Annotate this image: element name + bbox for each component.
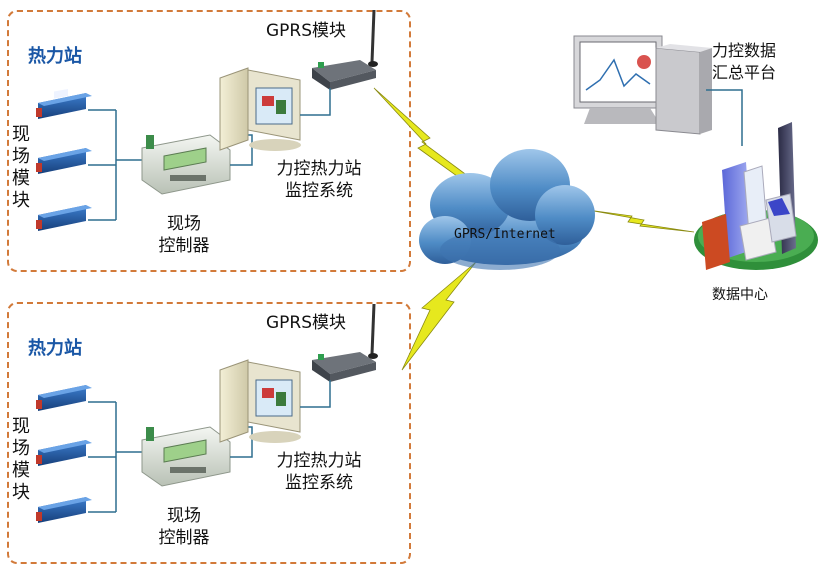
platform-label: 力控数据 汇总平台 — [712, 40, 776, 84]
monitor-label-line: 力控热力站 — [276, 451, 362, 471]
field-module-char: 模 — [12, 460, 30, 481]
monitoring-pc-icon — [219, 359, 301, 443]
wireless-link-datacenter — [587, 209, 695, 233]
heat-station-2 — [7, 302, 411, 564]
data-center-icon — [694, 122, 818, 270]
monitor-label-line: 监控系统 — [285, 473, 353, 493]
field-module-char: 模 — [12, 168, 30, 189]
gprs-module-icon — [312, 9, 378, 90]
cloud-label: GPRS/Internet — [454, 227, 556, 242]
station-2-monitor-label: 力控热力站 监控系统 — [266, 450, 372, 494]
field-module-char: 场 — [12, 438, 30, 459]
field-controller-icon — [141, 426, 231, 487]
station-2-field-module-label: 现 场 模 块 — [10, 416, 32, 504]
field-module-char: 场 — [12, 146, 30, 167]
datacenter-label: 数据中心 — [712, 287, 768, 303]
station-1-title: 热力站 — [28, 46, 82, 67]
station-1-controller-label: 现场 控制器 — [152, 213, 216, 257]
field-module-icon — [36, 89, 92, 119]
platform-label-line: 汇总平台 — [712, 63, 777, 82]
field-controller-icon — [141, 134, 231, 195]
platform-label-line: 力控数据 — [712, 41, 777, 60]
field-module-char: 现 — [12, 124, 30, 145]
monitor-label-line: 监控系统 — [285, 181, 353, 201]
aggregation-platform-pc-icon — [573, 35, 712, 135]
station-2-title: 热力站 — [28, 338, 82, 359]
monitor-label-line: 力控热力站 — [276, 159, 362, 179]
heat-station-1 — [7, 10, 411, 272]
controller-label-line: 控制器 — [158, 528, 210, 548]
internet-cloud — [419, 149, 595, 270]
controller-label-line: 现场 — [167, 214, 201, 234]
field-module-icon — [36, 497, 92, 523]
field-module-char: 现 — [12, 416, 30, 437]
monitoring-pc-icon — [219, 67, 301, 151]
controller-label-line: 控制器 — [158, 236, 210, 256]
wireless-link-station1 — [373, 87, 477, 185]
station-1-field-module-label: 现 场 模 块 — [10, 124, 32, 212]
controller-label-line: 现场 — [167, 506, 201, 526]
station-1-gprs-label: GPRS模块 — [266, 21, 347, 41]
wireless-link-station2 — [401, 261, 477, 371]
field-module-icon — [36, 148, 92, 174]
field-module-char: 块 — [12, 482, 30, 503]
station-2-graphics — [36, 303, 378, 523]
field-module-icon — [36, 440, 92, 466]
station-2-controller-label: 现场 控制器 — [152, 505, 216, 549]
station-1-graphics — [36, 9, 378, 231]
field-module-icon — [36, 385, 92, 411]
gprs-module-icon — [312, 303, 378, 382]
station-1-monitor-label: 力控热力站 监控系统 — [266, 158, 372, 202]
station-2-gprs-label: GPRS模块 — [266, 313, 347, 333]
field-module-char: 块 — [12, 190, 30, 211]
field-module-icon — [36, 205, 92, 231]
